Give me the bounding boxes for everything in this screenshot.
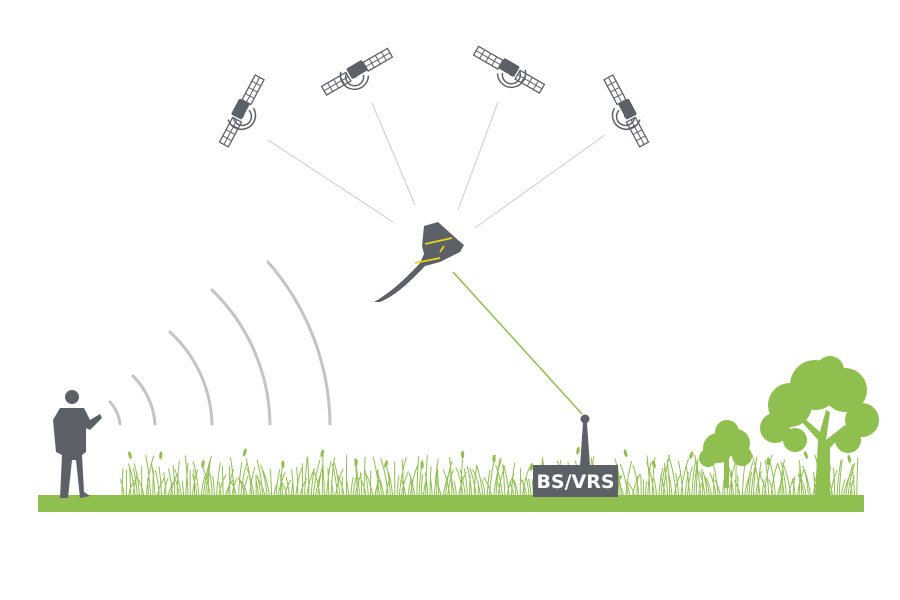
rtk-link-line	[452, 271, 583, 415]
ray-4	[474, 134, 606, 229]
grass-seed-head	[281, 460, 285, 469]
grass-seed-head	[623, 449, 628, 458]
grass-seed-head	[689, 451, 694, 460]
grass-seed-head	[320, 449, 325, 458]
base-station: BS/VRS	[533, 414, 618, 497]
grass-seed-head	[766, 457, 770, 466]
grass-seed-head	[651, 460, 656, 469]
grass-seed-head	[529, 463, 534, 471]
grass-seed-head	[460, 450, 465, 459]
radio-wave-icon	[108, 260, 332, 426]
grass-seed-head	[384, 460, 388, 468]
grass-seed-head	[354, 458, 358, 467]
grass-seed-head	[242, 448, 247, 457]
antenna-icon	[580, 414, 590, 424]
ray-1	[267, 139, 394, 223]
satellite-icon	[467, 43, 547, 104]
satellite-icon	[216, 72, 275, 153]
satellite-icon	[319, 45, 399, 106]
satellite-rays	[267, 101, 606, 229]
grass-seed-head	[803, 451, 808, 459]
drone-icon	[374, 222, 464, 302]
base-station-label: BS/VRS	[536, 471, 614, 493]
tree-icon	[760, 356, 879, 495]
grass-seed-head	[159, 451, 163, 460]
ray-2	[371, 102, 416, 206]
ray-3	[457, 101, 499, 211]
grass-seed-head	[847, 454, 851, 463]
operator-icon	[53, 390, 102, 498]
grass-seed-head	[420, 460, 424, 469]
grass-seed-head	[576, 446, 580, 455]
tree-icon	[699, 420, 752, 488]
ground	[38, 495, 864, 512]
grass-seed-head	[492, 454, 496, 463]
satellite-icon	[593, 72, 652, 153]
grass-seed-head	[128, 451, 132, 460]
grass-seed-head	[201, 459, 205, 468]
